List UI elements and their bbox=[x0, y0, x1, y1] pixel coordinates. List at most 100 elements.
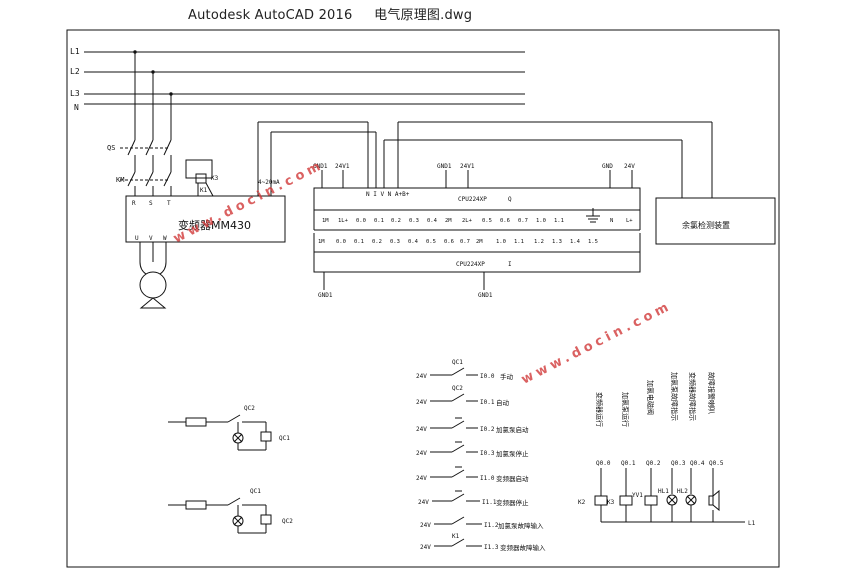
plc-header-24v: 24V bbox=[624, 163, 635, 170]
inverter-output-u: U bbox=[135, 235, 139, 242]
plc-top-pin: 0.0 bbox=[356, 218, 366, 224]
svg-text:加氯泵故障输入: 加氯泵故障输入 bbox=[498, 521, 544, 530]
svg-text:自动: 自动 bbox=[496, 398, 510, 407]
input-row-4: 24V I1.0 变频器启动 bbox=[416, 466, 529, 483]
output-bus-label: L1 bbox=[748, 520, 756, 527]
plc-input-block[interactable]: 1M 0.0 0.1 0.2 0.3 0.4 0.5 0.6 0.7 2M 1.… bbox=[313, 233, 641, 299]
plc-top-pin: 0.5 bbox=[482, 218, 492, 224]
svg-text:Q0.3: Q0.3 bbox=[671, 460, 686, 467]
plc-bottom-pin: 1.1 bbox=[514, 239, 524, 245]
svg-text:24V: 24V bbox=[420, 522, 431, 529]
plc-top-pin: 1.0 bbox=[536, 218, 546, 224]
motor[interactable] bbox=[139, 242, 167, 309]
output-desc: 变频器故障指示 bbox=[688, 372, 697, 421]
svg-text:变频器停止: 变频器停止 bbox=[496, 498, 529, 507]
svg-text:QC2: QC2 bbox=[452, 385, 463, 392]
svg-text:24V: 24V bbox=[416, 426, 427, 433]
svg-text:24V: 24V bbox=[416, 450, 427, 457]
watermark: www.docin.com bbox=[171, 157, 327, 246]
relay-label-k1: K1 bbox=[200, 187, 208, 194]
plc-bottom-pin: 0.3 bbox=[390, 239, 400, 245]
input-row-1: 24V QC2 I0.1 自动 bbox=[416, 385, 510, 407]
svg-text:HL2: HL2 bbox=[677, 488, 688, 495]
file-name: 电气原理图.dwg bbox=[374, 8, 473, 23]
plc-header-24v1-a: 24V1 bbox=[335, 163, 350, 170]
output-desc: 加氯泵运行 bbox=[621, 392, 630, 427]
plc-top-pin: 0.2 bbox=[391, 218, 401, 224]
plc-header-24v1-b: 24V1 bbox=[460, 163, 475, 170]
plc-output-block[interactable]: GND1 24V1 GND1 24V1 GND 24V N I V N A+B+… bbox=[313, 163, 641, 231]
plc-bottom-name: CPU224XP bbox=[456, 261, 485, 268]
relay-group: K3 K1 bbox=[185, 159, 219, 197]
inverter-block[interactable]: R S T 变频器MM430 U V W 4~20mA bbox=[125, 121, 377, 243]
plc-top-pin: 2L+ bbox=[462, 218, 473, 224]
qc-coil-label: QC2 bbox=[282, 518, 293, 525]
output-desc: 故障报警喇叭 bbox=[707, 372, 716, 414]
svg-text:Q0.4: Q0.4 bbox=[690, 460, 705, 467]
plc-bottom-pin: 0.1 bbox=[354, 239, 364, 245]
chlorine-detector[interactable]: 余氯检测装置 bbox=[655, 197, 776, 245]
svg-text:I0.2: I0.2 bbox=[480, 426, 495, 433]
inverter-title: 变频器MM430 bbox=[178, 218, 251, 232]
svg-text:Q0.2: Q0.2 bbox=[646, 460, 661, 467]
qc-contact-label: QC1 bbox=[250, 488, 261, 495]
plc-gnd-label-b: GND1 bbox=[478, 292, 493, 299]
plc-bottom-pin: 1.4 bbox=[570, 239, 581, 245]
svg-text:24V: 24V bbox=[418, 499, 429, 506]
svg-text:24V: 24V bbox=[420, 544, 431, 551]
qc-circuit-1: QC2 QC1 bbox=[168, 405, 290, 451]
inverter-input-r: R bbox=[132, 200, 136, 207]
power-bus: L1 L2 L3 N bbox=[70, 47, 525, 112]
inverter-input-t: T bbox=[167, 200, 171, 207]
plc-header-gnd1-a: GND1 bbox=[313, 163, 328, 170]
plc-top-pin: 0.1 bbox=[374, 218, 384, 224]
plc-top-pin: 0.3 bbox=[409, 218, 419, 224]
plc-top-pin: L+ bbox=[626, 218, 633, 224]
svg-text:手动: 手动 bbox=[500, 372, 514, 381]
plc-top-pin: 0.6 bbox=[500, 218, 510, 224]
plc-bottom-pin: 1.3 bbox=[552, 239, 562, 245]
svg-text:Q0.0: Q0.0 bbox=[596, 460, 611, 467]
plc-bottom-pin: 2M bbox=[476, 239, 483, 245]
svg-text:变频器启动: 变频器启动 bbox=[496, 474, 529, 483]
watermark: www.docin.com bbox=[519, 298, 675, 387]
plc-bottom-pin: 1M bbox=[318, 239, 325, 245]
output-desc: 变频器运行 bbox=[595, 392, 604, 427]
app-title: Autodesk AutoCAD 2016 bbox=[188, 8, 353, 23]
svg-text:加氯泵停止: 加氯泵停止 bbox=[496, 449, 529, 458]
bus-label-l2: L2 bbox=[70, 67, 80, 76]
bus-label-l1: L1 bbox=[70, 47, 80, 56]
plc-bottom-pin: 0.0 bbox=[336, 239, 346, 245]
svg-text:24V: 24V bbox=[416, 399, 427, 406]
qc-contact-label: QC2 bbox=[244, 405, 255, 412]
input-row-6: 24V I1.2 加氯泵故障输入 bbox=[420, 516, 544, 530]
plc-top-pin: N bbox=[610, 218, 613, 224]
plc-top-pin: 1L+ bbox=[338, 218, 349, 224]
plc-top-pin: 2M bbox=[445, 218, 452, 224]
svg-text:QC1: QC1 bbox=[452, 359, 463, 366]
plc-bottom-pin: 0.2 bbox=[372, 239, 382, 245]
plc-bottom-pin: 0.6 bbox=[444, 239, 454, 245]
svg-text:I1.3: I1.3 bbox=[484, 544, 499, 551]
svg-text:加氯泵启动: 加氯泵启动 bbox=[496, 425, 529, 434]
input-row-2: 24V I0.2 加氯泵启动 bbox=[416, 417, 529, 434]
drawing-frame bbox=[66, 29, 780, 568]
svg-text:K3: K3 bbox=[607, 499, 615, 506]
inverter-output-w: W bbox=[163, 235, 167, 242]
svg-text:I1.2: I1.2 bbox=[484, 522, 499, 529]
input-row-5: 24V I1.1 变频器停止 bbox=[418, 490, 529, 507]
plc-bottom-pin: 0.4 bbox=[408, 239, 419, 245]
svg-text:24V: 24V bbox=[416, 475, 427, 482]
plc-top-name: CPU224XP bbox=[458, 196, 487, 203]
bus-label-n: N bbox=[74, 103, 79, 112]
plc-top-pin: 1.1 bbox=[554, 218, 564, 224]
plc-gnd-label-a: GND1 bbox=[318, 292, 333, 299]
svg-text:HL1: HL1 bbox=[658, 488, 669, 495]
inverter-input-s: S bbox=[149, 200, 153, 207]
svg-text:K2: K2 bbox=[578, 499, 586, 506]
output-desc: 加氯电磁阀 bbox=[646, 380, 655, 415]
input-wiring: 24V QC1 I0.0 手动 24V QC2 I0.1 自动 24V I0.2… bbox=[416, 359, 546, 552]
plc-bottom-pin: 1.5 bbox=[588, 239, 598, 245]
svg-text:YV1: YV1 bbox=[632, 492, 643, 499]
